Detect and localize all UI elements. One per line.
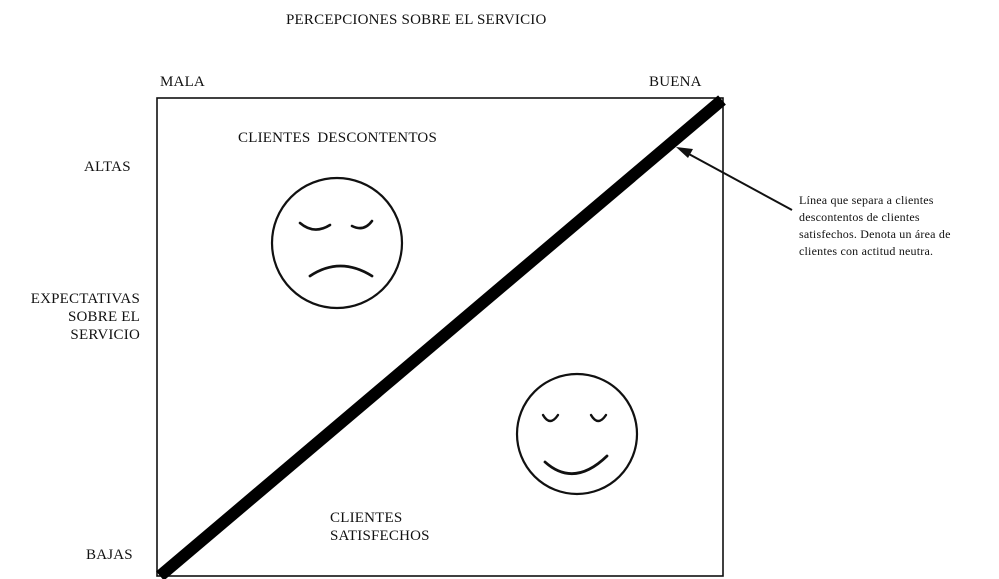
x-axis-high-label: BUENA xyxy=(649,74,702,90)
annotation-line: satisfechos. Denota un área de xyxy=(799,227,951,241)
y-axis-high-label: ALTAS xyxy=(84,159,131,175)
y-axis-title-line: EXPECTATIVAS xyxy=(30,291,140,307)
x-axis-low-label: MALA xyxy=(160,74,205,90)
region-label-line: CLIENTES xyxy=(330,510,403,526)
y-axis-title-line: SERVICIO xyxy=(70,327,140,343)
diagram-frame xyxy=(156,97,724,577)
annotation-arrow xyxy=(676,147,793,211)
y-axis-title-line: SOBRE EL xyxy=(67,309,140,325)
diagram-title: PERCEPCIONES SOBRE EL SERVICIO xyxy=(286,12,547,28)
region-label-line: SATISFECHOS xyxy=(330,528,430,544)
region-label-satisfied: CLIENTES SATISFECHOS xyxy=(330,509,470,545)
annotation-line: Línea que separa a clientes xyxy=(799,193,934,207)
region-label-dissatisfied: CLIENTES DESCONTENTOS xyxy=(238,130,438,146)
happy-face-icon xyxy=(515,372,639,496)
annotation-note: Línea que separa a clientes descontentos… xyxy=(799,192,989,260)
annotation-line: descontentos de clientes xyxy=(799,210,920,224)
sad-face-icon xyxy=(270,176,404,310)
y-axis-title: EXPECTATIVAS SOBRE EL SERVICIO xyxy=(4,290,140,344)
annotation-line: clientes con actitud neutra. xyxy=(799,244,934,258)
y-axis-low-label: BAJAS xyxy=(86,547,133,563)
separator-diagonal-line xyxy=(156,95,726,579)
